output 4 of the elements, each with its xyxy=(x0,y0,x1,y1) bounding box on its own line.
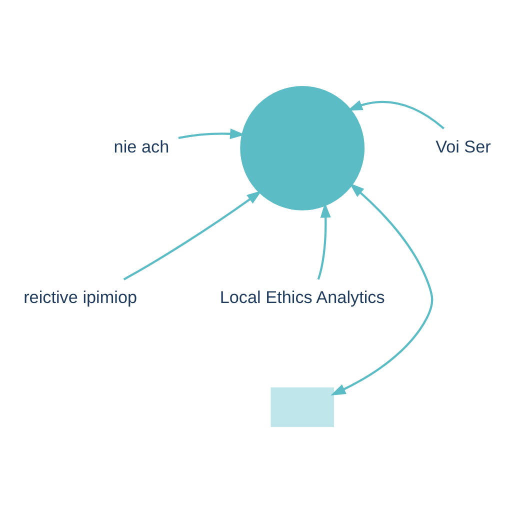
node-text: nie ach xyxy=(113,136,169,156)
node-text: reictive ipimiop xyxy=(23,286,137,306)
node-text: Voi Ser xyxy=(435,136,490,156)
node-text: Local Ethics Analytics xyxy=(219,286,384,306)
